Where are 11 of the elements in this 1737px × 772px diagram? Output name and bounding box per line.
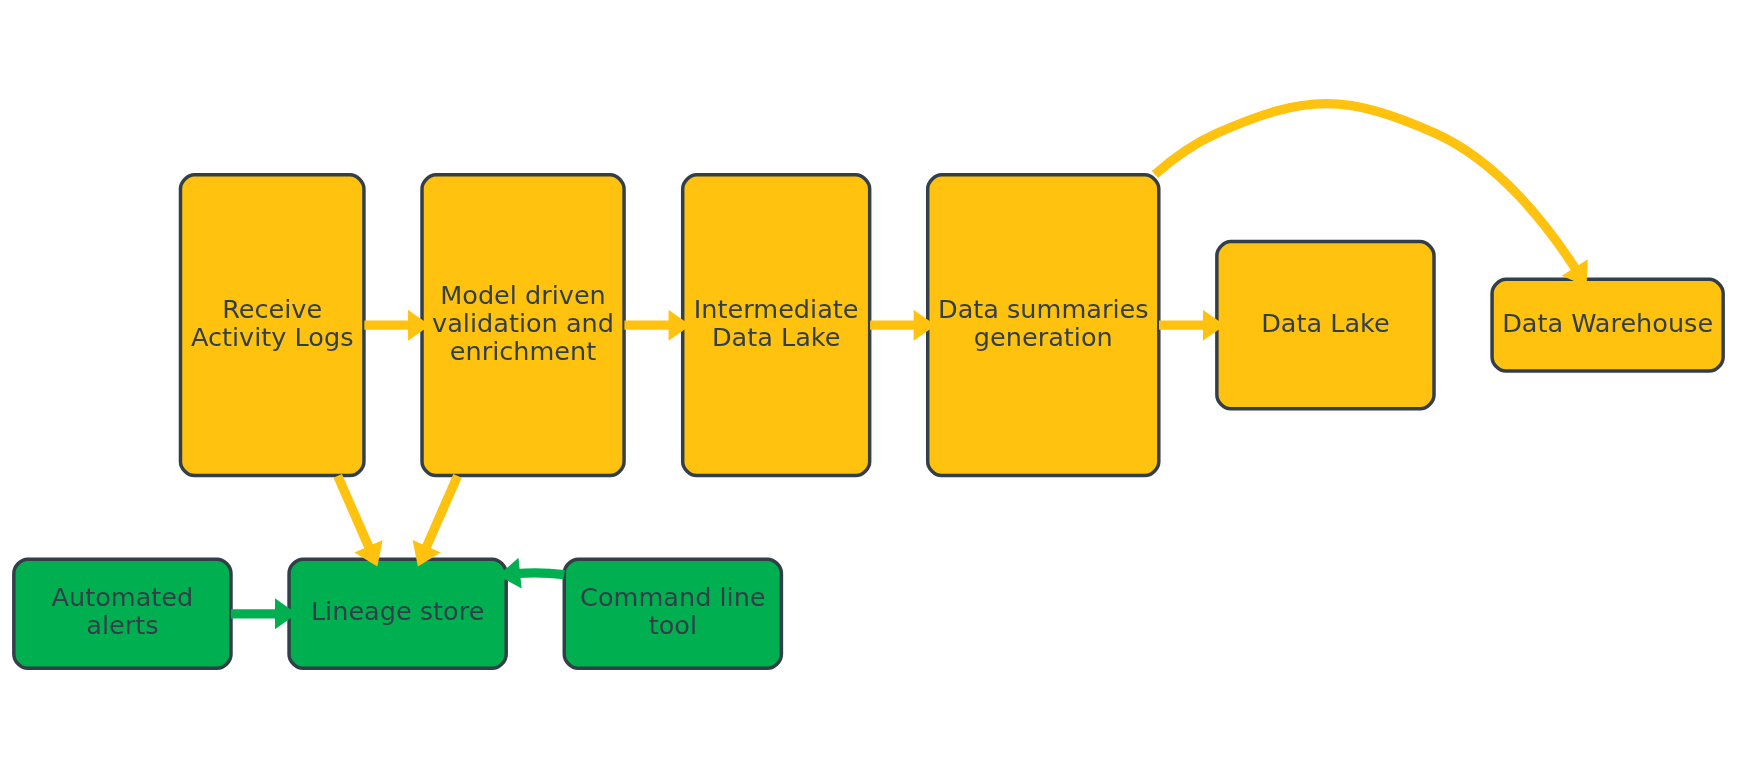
node-box: Command line tool — [562, 557, 784, 671]
arrow — [333, 473, 383, 567]
node-box: Model driven validation and enrichment — [420, 173, 626, 478]
node-box: Receive Activity Logs — [178, 173, 366, 478]
node-box: Data Lake — [1215, 239, 1436, 411]
node-box: Intermediate Data Lake — [680, 173, 872, 478]
node-box: Lineage store — [287, 557, 508, 671]
node-box: Data Warehouse — [1490, 277, 1725, 373]
node-box: Automated alerts — [12, 557, 233, 671]
node-box: Data summaries generation — [926, 173, 1161, 478]
arrow — [412, 473, 462, 567]
